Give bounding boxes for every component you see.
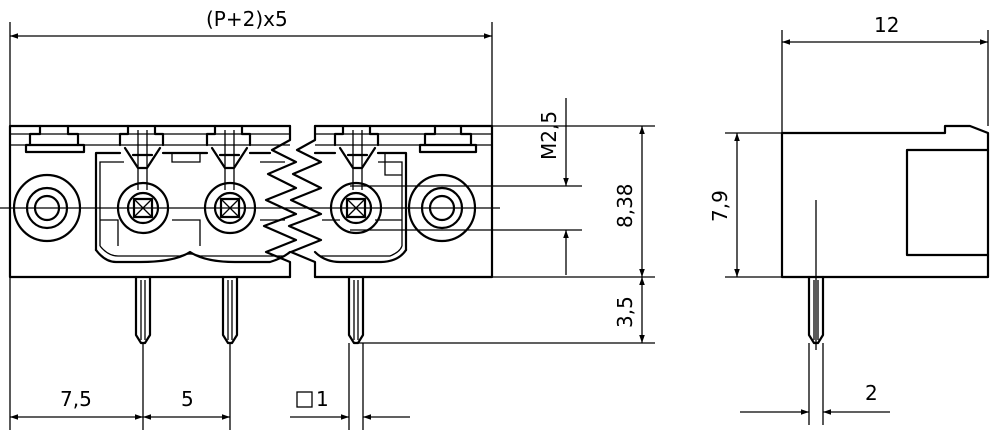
dim-pitch: 5 — [181, 387, 194, 411]
break-line-left — [262, 124, 298, 279]
dim-pin-square: 1 — [316, 387, 329, 411]
side-opening — [905, 148, 990, 257]
screw-funnels — [123, 130, 377, 190]
dim-pin-offset: 2 — [865, 381, 878, 405]
top-latches — [24, 124, 478, 154]
dim-edge-pitch: 7,5 — [60, 387, 92, 411]
dim-screw: M2,5 — [537, 111, 561, 160]
dimension-lines — [9, 22, 989, 430]
dim-pin-row-offset: 8,38 — [613, 183, 637, 228]
dim-pin-length: 3,5 — [613, 296, 637, 328]
dim-overall-width: (P+2)x5 — [206, 7, 288, 31]
pocket-outline — [94, 151, 408, 252]
housing-lower-arches — [94, 248, 408, 264]
break-line-right — [287, 124, 323, 279]
housing-right-outline — [313, 124, 494, 279]
solder-pins — [134, 275, 365, 345]
dim-height: 7,9 — [708, 190, 732, 222]
pocket-details — [100, 153, 402, 246]
side-view — [780, 124, 990, 350]
dim-depth: 12 — [874, 13, 899, 37]
housing-top-inner — [10, 133, 492, 146]
square-symbol — [296, 391, 313, 408]
front-view — [0, 124, 500, 345]
